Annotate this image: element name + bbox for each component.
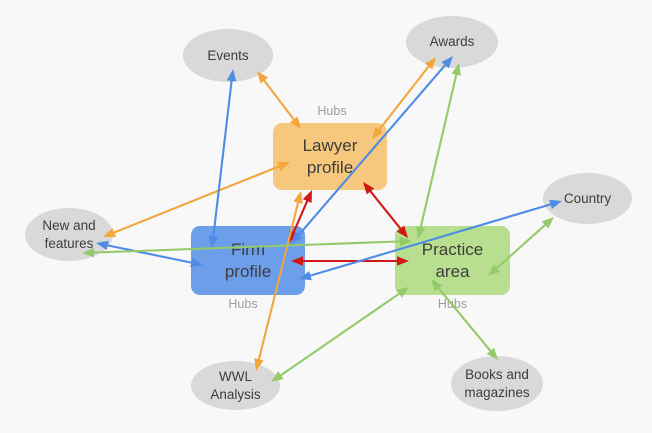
hubs-caption-firm-profile: Hubs	[228, 297, 258, 311]
node-label-country: Country	[563, 190, 612, 206]
edge-firm-practice	[291, 256, 409, 266]
node-lawyer-profile: Lawyer profile	[273, 123, 387, 190]
node-label-firm-profile: Firm profile	[224, 240, 272, 281]
hubs-caption-lawyer-profile: Hubs	[317, 104, 347, 118]
node-label-awards: Awards	[429, 34, 475, 50]
node-label-new-and-features: New and features	[42, 217, 96, 251]
node-awards: Awards	[406, 16, 498, 68]
node-label-practice-area: Practice area	[421, 240, 484, 281]
node-books-and-magazines: Books and magazines	[451, 356, 543, 411]
node-country: Country	[543, 173, 632, 224]
node-label-books-and-magazines: Books and magazines	[464, 366, 530, 400]
node-practice-area: Practice area	[395, 226, 510, 295]
edge-firm-new-and-features	[96, 240, 203, 268]
node-new-and-features: New and features	[25, 208, 113, 261]
edge-lawyer-events	[257, 71, 301, 129]
node-firm-profile: Firm profile	[191, 226, 305, 295]
node-label-wwl-analysis: WWL Analysis	[210, 368, 261, 402]
hubs-caption-practice-area: Hubs	[437, 297, 468, 311]
edge-practice-awards	[416, 63, 461, 239]
node-label-events: Events	[207, 47, 249, 63]
node-events: Events	[183, 29, 273, 82]
node-wwl-analysis: WWL Analysis	[191, 361, 280, 410]
edge-firm-events	[208, 69, 237, 248]
node-label-lawyer-profile: Lawyer profile	[302, 136, 358, 177]
